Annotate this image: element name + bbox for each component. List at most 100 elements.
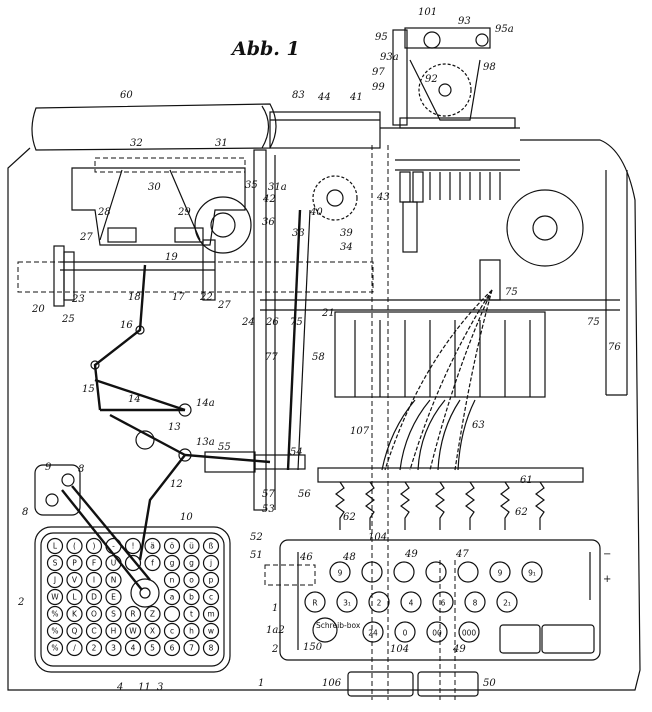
keyboard-key[interactable]: m [202, 605, 220, 623]
keyboard-key[interactable]: V [66, 571, 83, 589]
register-key-cap[interactable] [394, 621, 416, 643]
keyboard-key-cap[interactable] [183, 622, 200, 640]
keyboard-key-cap[interactable] [46, 605, 64, 623]
register-key[interactable]: 9 [489, 561, 511, 583]
keyboard-key[interactable]: ) [85, 537, 103, 555]
keyboard-key[interactable]: 2 [85, 639, 103, 657]
keyboard-key-cap[interactable] [46, 622, 64, 640]
keyboard-key-cap[interactable] [105, 554, 122, 572]
keyboard-key[interactable]: n [163, 571, 181, 589]
keyboard-key-cap[interactable] [163, 639, 181, 657]
keyboard-key-cap[interactable] [202, 554, 220, 572]
keyboard-key-cap[interactable] [66, 537, 83, 555]
register-key-cap[interactable] [521, 561, 543, 583]
keyboard-key-cap[interactable] [202, 571, 220, 589]
keyboard-key-cap[interactable] [202, 605, 220, 623]
register-key-cap[interactable] [368, 591, 390, 613]
keyboard-key-cap[interactable] [163, 537, 181, 555]
register-key[interactable]: R [304, 591, 326, 613]
keyboard-key-cap[interactable] [85, 622, 103, 640]
keyboard-key[interactable]: S [46, 554, 64, 572]
keyboard-key-cap[interactable] [144, 639, 161, 657]
register-key[interactable]: 8 [464, 591, 486, 613]
keyboard-key-cap[interactable] [85, 605, 103, 623]
keyboard-key-cap[interactable] [163, 588, 181, 606]
keyboard-key[interactable]: w [202, 622, 220, 640]
keyboard-key-cap[interactable] [124, 537, 142, 555]
keyboard-key[interactable]: Q [66, 622, 83, 640]
button-106[interactable] [347, 671, 414, 697]
keyboard-key-cap[interactable] [105, 537, 122, 555]
keyboard-key-cap[interactable] [202, 537, 220, 555]
keyboard-key-cap[interactable] [46, 554, 64, 572]
keyboard-key[interactable]: E [105, 588, 122, 606]
register-key-cap[interactable] [361, 561, 383, 583]
button-50[interactable] [417, 671, 479, 697]
register-key-cap[interactable] [458, 621, 480, 643]
keyboard-key[interactable]: 4 [124, 639, 142, 657]
keyboard-key-cap[interactable] [163, 605, 181, 623]
register-key-cap[interactable] [457, 561, 479, 583]
keyboard-key-cap[interactable] [124, 605, 142, 623]
keyboard-key-cap[interactable] [183, 588, 200, 606]
keyboard-key-cap[interactable] [105, 588, 122, 606]
schreibbox-key[interactable] [312, 617, 338, 643]
register-key-cap[interactable] [496, 591, 518, 613]
keyboard-key[interactable]: 8 [202, 639, 220, 657]
register-key[interactable]: 2₁ [496, 591, 518, 613]
keyboard-key-cap[interactable] [163, 554, 181, 572]
keyboard-key-cap[interactable] [46, 571, 64, 589]
register-key[interactable] [457, 561, 479, 583]
keyboard-key[interactable]: p [202, 571, 220, 589]
register-key[interactable] [425, 561, 447, 583]
keyboard-key[interactable]: 5 [144, 639, 161, 657]
keyboard-key-cap[interactable] [66, 554, 83, 572]
keyboard-key[interactable]: g [183, 554, 200, 572]
keyboard-key[interactable]: N [105, 571, 122, 589]
keyboard-key-cap[interactable] [144, 554, 161, 572]
keyboard-key[interactable]: a [163, 588, 181, 606]
keyboard-key[interactable]: ß [202, 537, 220, 555]
register-key[interactable]: 4 [400, 591, 422, 613]
register-key[interactable]: 3₁ [336, 591, 358, 613]
keyboard-key[interactable]: P [66, 554, 83, 572]
keyboard-key-cap[interactable] [124, 622, 142, 640]
keyboard-key[interactable]: D [85, 588, 103, 606]
keyboard-key-cap[interactable] [144, 622, 161, 640]
register-key-cap[interactable] [329, 561, 351, 583]
keyboard-key[interactable]: ä [144, 537, 161, 555]
keyboard-key[interactable]: H [105, 622, 122, 640]
keyboard-key[interactable]: 6 [163, 639, 181, 657]
keyboard-key-cap[interactable] [124, 639, 142, 657]
keyboard-key-cap[interactable] [124, 554, 142, 572]
keyboard-key[interactable]: W [46, 588, 64, 606]
keyboard-key[interactable]: X [144, 622, 161, 640]
keyboard-key[interactable]: h [183, 622, 200, 640]
register-key[interactable]: 0 [394, 621, 416, 643]
keyboard-key[interactable]: g [163, 554, 181, 572]
keyboard-key[interactable]: W [124, 622, 142, 640]
keyboard-key[interactable]: / [66, 639, 83, 657]
keyboard-key-cap[interactable] [105, 639, 122, 657]
register-key-cap[interactable] [393, 561, 415, 583]
keyboard-key[interactable]: R [124, 605, 142, 623]
register-key[interactable]: 9 [329, 561, 351, 583]
keyboard-key-cap[interactable] [183, 639, 200, 657]
keyboard-key-cap[interactable] [202, 588, 220, 606]
keyboard-key[interactable]: J [46, 571, 64, 589]
register-key-cap[interactable] [362, 621, 384, 643]
keyboard-key-cap[interactable] [66, 639, 83, 657]
keyboard-key[interactable]: 7 [183, 639, 200, 657]
register-key-cap[interactable] [336, 591, 358, 613]
keyboard-key[interactable]: - [105, 537, 122, 555]
keyboard-key-cap[interactable] [105, 605, 122, 623]
keyboard-key-cap[interactable] [85, 639, 103, 657]
keyboard-key[interactable]: c [202, 588, 220, 606]
keyboard-key[interactable]: % [46, 622, 64, 640]
keyboard-key[interactable] [124, 554, 142, 572]
keyboard-key[interactable]: ü [183, 537, 200, 555]
register-key-cap[interactable] [304, 591, 326, 613]
register-key-cap[interactable] [432, 591, 454, 613]
register-key[interactable]: 9₁ [521, 561, 543, 583]
register-key[interactable]: 000 [458, 621, 480, 643]
